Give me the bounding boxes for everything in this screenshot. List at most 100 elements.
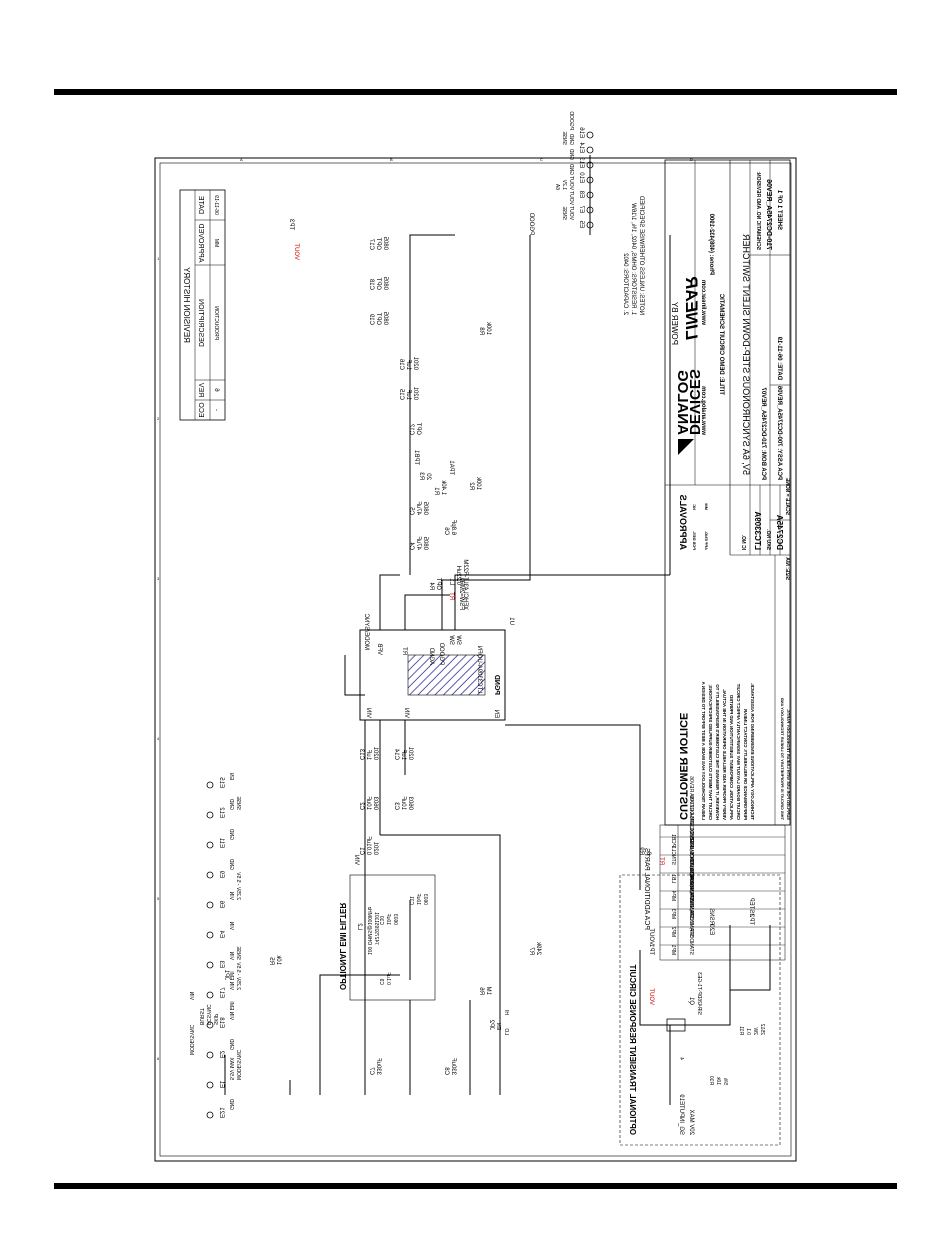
c15-value: 1uF [405, 389, 411, 400]
c4-size: 0805 [422, 536, 428, 550]
jp2-lo: LO [503, 1028, 509, 1035]
frame-number: 4 [157, 736, 160, 741]
jp1-fcsync: FCSYNC [205, 1004, 211, 1025]
customer-notice-line: CIRCUIT THAT MEETS CUSTOMER-SUPPLIED SPE… [708, 684, 713, 820]
transient-e19: E19 [678, 1094, 684, 1105]
emi-c11-value: 10uF [415, 894, 421, 905]
l1-part: XFHCL43LT-R22M [462, 559, 468, 610]
c5-ref: C5 [408, 507, 414, 515]
ic-pin-mode-sync: MODE/SYNC [363, 613, 369, 650]
c13-size: 0201 [372, 746, 378, 760]
adi-logo-icon [678, 439, 694, 455]
c6-value: 6.8pF [450, 519, 456, 535]
terminal-label: GND [228, 799, 234, 811]
r8-ref: R8 [478, 327, 484, 335]
pca-part-ref: LB1 [670, 874, 676, 883]
c13-ref: C13 [358, 748, 364, 760]
jp2-hi: HI [503, 1010, 509, 1015]
approvals-app-label: APP ENG. [704, 531, 709, 550]
rev-header-rev: REV [197, 382, 204, 397]
transient-tp2-istep: ISTEP [748, 898, 754, 915]
ic-pin-sw-a: SW [448, 635, 454, 645]
terminal-post-icon [206, 811, 214, 819]
tpb1: TPB1 [413, 449, 419, 465]
terminal-label: GND [568, 164, 574, 176]
schematic-content: REVISION HISTORY ECO REV DESCRIPTION APP… [179, 111, 791, 1146]
net-rt: RT [448, 592, 454, 600]
ic-no-label: IC NO. [740, 534, 746, 550]
terminal-ref: E14 [578, 142, 584, 153]
r6-ref: R6 [478, 987, 484, 995]
pca-part-ref: MP2 [670, 927, 676, 938]
c3-size: 0603 [407, 796, 413, 810]
customer-notice-line: CIRCUIT BOARD LAYOUT MAY SIGNIFICANTLY A… [736, 683, 741, 820]
c3-value: 10uF [400, 796, 406, 810]
frame-letter: C [540, 157, 543, 162]
emi-filter-box: OPTIONAL EMI FILTER L2 100 OHMS@100MHz 7… [338, 874, 436, 1001]
power-by: POWER BY [670, 301, 679, 345]
terminal-post-icon [206, 781, 214, 789]
c1-ref: C1 [358, 847, 364, 855]
notes-line-1: NOTES: UNLESS OTHERWISE SPECIFIED [638, 195, 644, 315]
terminal-ref: E11 [218, 837, 224, 848]
c1-value: 0.01uF [365, 836, 371, 855]
transient-r10: R10 [708, 1076, 714, 1085]
ic-pin-rt: RT [401, 647, 407, 655]
rev-header-eco: ECO [197, 402, 204, 418]
terminal-post-icon [206, 901, 214, 909]
company-analog: ANALOG [674, 370, 691, 435]
terminal-ref: E1 [218, 1080, 224, 1088]
emi-c11: C11 [408, 896, 414, 905]
transient-pin-4: 4 [678, 1057, 684, 1060]
pca-parts-title: PCA ADDITIONAL PARTS [643, 848, 650, 930]
terminal-label: 5.5V MAX [228, 1057, 234, 1080]
r4-value: OPT [435, 577, 441, 590]
terminal-label: GND [228, 859, 234, 871]
transient-tp1-vout: VOUT [648, 928, 654, 945]
terminal-ref: E12 [218, 807, 224, 818]
c2-ref: C2 [358, 802, 364, 810]
c5-value: 47uF [415, 501, 421, 515]
c4-value: 47uF [415, 536, 421, 550]
rev-header-approved: APPROVED [197, 224, 204, 263]
terminal-ref: E2 [218, 1050, 224, 1058]
sku-label: SKU NO. [765, 529, 771, 550]
terminal-ref: E13 [578, 157, 584, 168]
terminal-label: 2.25V - 5.5V [235, 872, 241, 900]
c8-ref: C8 [443, 1067, 449, 1075]
r3-ref: R3 [418, 472, 424, 480]
transient-vout-net: VOUT [648, 988, 654, 1005]
terminal-label: MODE/SYNC [235, 1049, 241, 1080]
r1-ref: R1 [433, 487, 439, 495]
company-devices: DEVICES [686, 369, 703, 435]
terminal-label: SNSE [561, 206, 567, 220]
transient-sg-input: SG_INPUT [678, 1105, 684, 1135]
terminal-label: VIN [228, 921, 234, 930]
net-labels: VOUT VIN RT RT PGOOD [293, 212, 664, 865]
terminal-ref: E8 [578, 190, 584, 198]
terminal-label: VIN [228, 951, 234, 960]
transient-q1-part: SIR426DP-T1-GE3 [696, 972, 702, 1015]
rev-header-description: DESCRIPTION [197, 299, 204, 347]
transient-r11-size: 2512 [759, 1024, 765, 1035]
terminal-ref: E9 [218, 870, 224, 878]
terminal-label: SNSE [235, 796, 241, 810]
terminal-label: GND [568, 134, 574, 146]
sku: DC2745A [775, 515, 784, 550]
c3-ref: C3 [393, 802, 399, 810]
terminal-label: 6A [554, 183, 560, 190]
pca-part-description: STANDOFF,NYLON,SNAP-ON,0.50" [688, 819, 694, 901]
approvals-title: APPROVALS [678, 495, 688, 550]
emi-l2-value: 100 OHMS@100MHz [366, 906, 372, 955]
frame-number: 3 [157, 576, 160, 581]
r7-value: 249k [535, 941, 541, 955]
sheet: SHEET 1 OF 1 [776, 189, 782, 230]
transient-r11-power: 2W [752, 1027, 758, 1035]
frame-letter: A [240, 157, 243, 162]
title-label: TITLE: DEMO CIRCUIT SCHEMATIC [718, 293, 724, 395]
c18-value: OPT [375, 277, 381, 290]
terminal-post-icon [206, 1081, 214, 1089]
